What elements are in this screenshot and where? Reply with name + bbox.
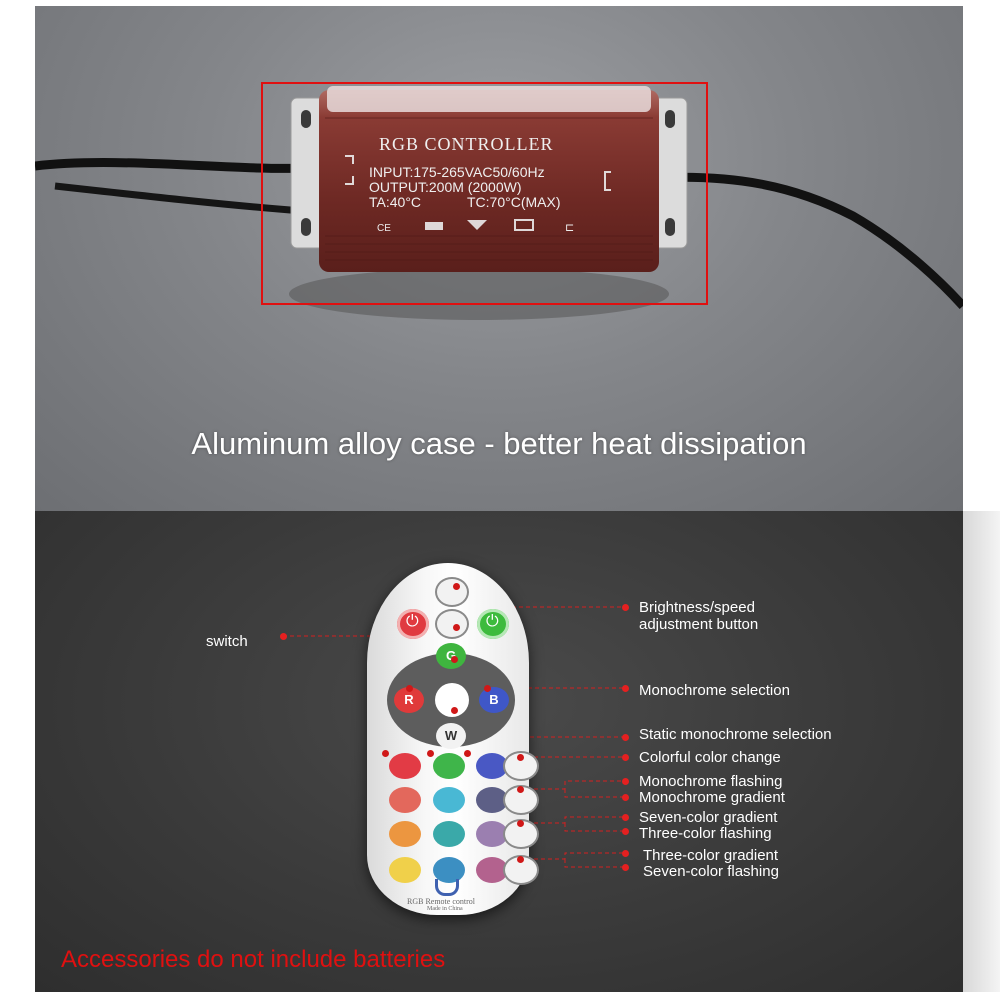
remote-photo-panel: ⏻ ⏻ G R B W RGB Remote control Made in C… [35, 511, 963, 992]
label-dot [280, 633, 287, 640]
label-brightness-line1: Brightness/speed [639, 599, 755, 616]
label-dot [622, 754, 629, 761]
marker-dot [382, 750, 389, 757]
marker-dot [517, 754, 524, 761]
battery-note: Accessories do not include batteries [61, 946, 446, 973]
label-dot [622, 734, 629, 741]
flash-mode-button[interactable] [503, 751, 539, 781]
color-button-r2c3[interactable] [476, 787, 508, 813]
marker-dot [517, 856, 524, 863]
label-monochrome-selection: Monochrome selection [639, 682, 790, 699]
color-button-r2c2[interactable] [433, 787, 465, 813]
label-three-flashing: Three-color flashing [639, 825, 772, 842]
controller-input-spec: INPUT:175-265VAC50/60Hz [369, 164, 545, 180]
power-off-icon: ⏻ [406, 613, 419, 630]
marker-dot [451, 707, 458, 714]
controller-tc-spec: TC:70°C(MAX) [467, 194, 561, 210]
color-button-r2c1[interactable] [389, 787, 421, 813]
marker-dot [453, 583, 460, 590]
label-seven-flashing: Seven-color flashing [643, 863, 779, 880]
color-button-r1c2[interactable] [433, 753, 465, 779]
label-dot [622, 864, 629, 871]
green-button[interactable]: G [436, 643, 466, 669]
svg-text:⊏: ⊏ [565, 222, 574, 234]
remote-control: ⏻ ⏻ G R B W RGB Remote control Made in C… [367, 563, 539, 915]
color-button-r3c2[interactable] [433, 821, 465, 847]
marker-dot [427, 750, 434, 757]
label-three-gradient: Three-color gradient [643, 847, 779, 864]
white-button[interactable]: W [436, 723, 466, 749]
marker-dot [451, 656, 458, 663]
controller-illustration: CE ⊏ [35, 82, 963, 320]
marker-dot [517, 786, 524, 793]
color-button-r3c3[interactable] [476, 821, 508, 847]
color-button-r3c1[interactable] [389, 821, 421, 847]
brand-logo-icon [435, 879, 459, 896]
blue-button[interactable]: B [479, 687, 509, 713]
controller-photo-panel: CE ⊏ RGB CONTROLLER INPUT:175-265VAC50/6… [35, 6, 963, 511]
marker-dot [406, 685, 413, 692]
side-strip [963, 511, 1000, 992]
label-mono-flashing: Monochrome flashing [639, 773, 783, 790]
controller-title: RGB CONTROLLER [379, 134, 554, 154]
label-brightness-line2: adjustment button [639, 616, 759, 633]
label-dot [622, 828, 629, 835]
brightness-down-button[interactable] [435, 609, 469, 639]
brightness-up-button[interactable] [435, 577, 469, 607]
color-button-r4c3[interactable] [476, 857, 508, 883]
controller-ta-spec: TA:40°C [369, 194, 422, 210]
marker-dot [517, 820, 524, 827]
caption-text: Aluminum alloy case - better heat dissip… [191, 426, 807, 461]
remote-made-in-text: Made in China [427, 906, 463, 912]
label-switch: switch [206, 633, 248, 650]
power-on-icon: ⏻ [486, 613, 499, 630]
marker-dot [453, 624, 460, 631]
label-dot [622, 778, 629, 785]
color-button-r4c2[interactable] [433, 857, 465, 883]
label-dot [622, 794, 629, 801]
label-seven-gradient: Seven-color gradient [639, 809, 778, 826]
color-button-r1c1[interactable] [389, 753, 421, 779]
power-on-button[interactable] [477, 609, 509, 639]
svg-text:CE: CE [377, 223, 391, 234]
label-colorful-change: Colorful color change [639, 749, 781, 766]
marker-dot [484, 685, 491, 692]
label-dot [622, 850, 629, 857]
remote-brand-text: RGB Remote control [407, 897, 475, 906]
label-mono-gradient: Monochrome gradient [639, 789, 785, 806]
label-dot [622, 685, 629, 692]
power-off-button[interactable] [397, 609, 429, 639]
label-dot [622, 814, 629, 821]
color-button-r4c1[interactable] [389, 857, 421, 883]
label-static-monochrome: Static monochrome selection [639, 726, 832, 743]
controller-output-spec: OUTPUT:200M (2000W) [369, 179, 522, 195]
marker-dot [464, 750, 471, 757]
color-button-r1c3[interactable] [476, 753, 508, 779]
label-dot [622, 604, 629, 611]
